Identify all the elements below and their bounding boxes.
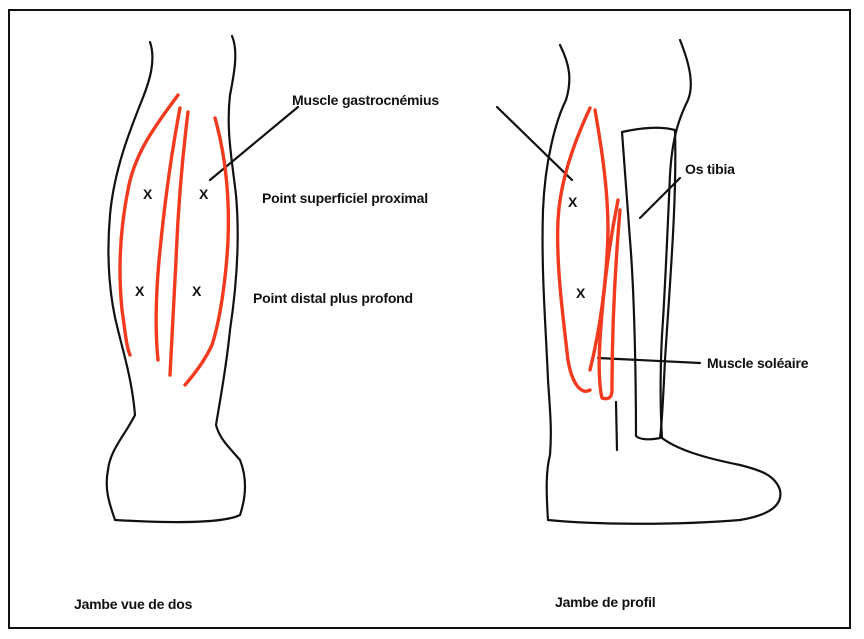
tibia-label: Os tibia — [685, 161, 735, 177]
distal-point-label: Point distal plus profond — [253, 290, 413, 306]
tibia-front-line — [616, 402, 617, 450]
back-view-caption: Jambe vue de dos — [74, 596, 192, 612]
proximal-point-label: Point superficiel proximal — [262, 190, 428, 206]
proximal-marker-medial: X — [143, 186, 152, 202]
proximal-marker-profile: X — [568, 194, 577, 210]
profile-leg-outline — [543, 40, 781, 524]
profile-view-caption: Jambe de profil — [555, 594, 655, 610]
gastrocnemius-lateral-head — [170, 112, 228, 385]
proximal-marker-lateral: X — [199, 186, 208, 202]
distal-marker-lateral: X — [192, 283, 201, 299]
tibia-bone-outline — [622, 128, 675, 439]
gastrocnemius-leader-back — [210, 107, 298, 180]
soleus-label: Muscle soléaire — [707, 355, 808, 371]
distal-marker-medial: X — [135, 283, 144, 299]
gastrocnemius-label: Muscle gastrocnémius — [292, 92, 439, 108]
distal-marker-profile: X — [576, 285, 585, 301]
gastrocnemius-leader-profile — [497, 107, 572, 180]
